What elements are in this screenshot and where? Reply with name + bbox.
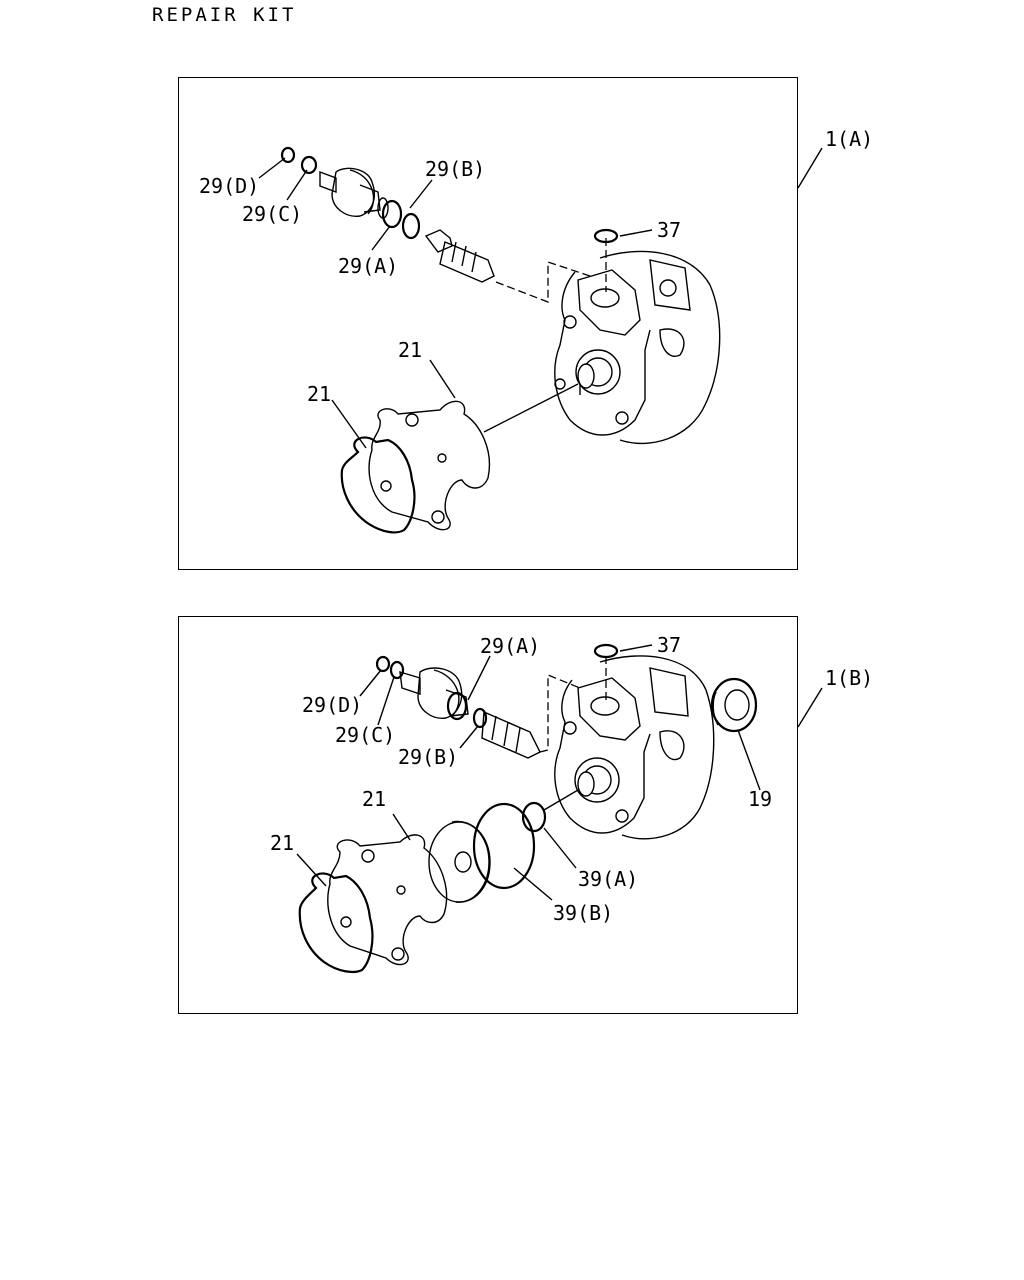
panel-label-1b: 1(B)	[825, 666, 873, 690]
gasket-21-rear-a	[368, 400, 490, 531]
callout-29b-a: 29(B)	[425, 157, 485, 181]
callout-29c-a: 29(C)	[242, 202, 302, 226]
callout-37-b: 37	[657, 633, 681, 657]
callout-21-lower-b: 21	[270, 831, 294, 855]
oil-seal-19	[710, 677, 758, 733]
callout-29c-b: 29(C)	[335, 723, 395, 747]
diagram-panel-1b	[178, 616, 798, 1014]
callout-29a-a: 29(A)	[338, 254, 398, 278]
pump-housing-b	[554, 655, 715, 840]
gasket-21-rear-b	[327, 834, 448, 966]
oring-29c-b	[389, 660, 405, 680]
page-title: REPAIR KIT	[152, 4, 297, 26]
oring-29b-a	[401, 212, 421, 240]
oring-29b-b	[472, 707, 488, 729]
panel-a-drawing: 1(A) 29(D) 29(C) 29(A) 29(B) 37 21 21	[199, 127, 873, 534]
panel-b-drawing: 1(B) 29(A) 37 29(D) 29(C) 29(B) 19 21 21…	[270, 633, 873, 973]
seal-37-a	[593, 228, 619, 244]
cover-disc	[428, 820, 491, 903]
oring-39a	[521, 801, 547, 833]
callout-21-upper-a: 21	[398, 338, 422, 362]
callout-21-lower-a: 21	[307, 382, 331, 406]
gasket-21-front-b	[298, 872, 374, 973]
oring-29d-b	[375, 655, 391, 673]
spool-valve-a	[424, 229, 495, 283]
valve-fitting-a	[319, 167, 389, 219]
oring-29a-a	[381, 199, 403, 229]
oring-29c-a	[300, 155, 318, 175]
diagram-panel-1a	[178, 77, 798, 570]
leader-1a	[797, 147, 823, 189]
callout-29d-a: 29(D)	[199, 174, 259, 198]
pump-housing-a	[554, 250, 721, 444]
callout-19-b: 19	[748, 787, 772, 811]
callout-21-upper-b: 21	[362, 787, 386, 811]
callout-37-a: 37	[657, 218, 681, 242]
oring-29d-a	[280, 146, 296, 164]
gasket-21-front-a	[340, 436, 416, 534]
callout-29a-b: 29(A)	[480, 634, 540, 658]
spool-valve-b	[481, 710, 541, 759]
panel-label-1a: 1(A)	[825, 127, 873, 151]
oring-29a-b	[446, 691, 468, 721]
oring-39b	[472, 802, 536, 890]
leader-1b	[797, 687, 823, 728]
callout-29d-b: 29(D)	[302, 693, 362, 717]
callout-39a-b: 39(A)	[578, 867, 638, 891]
callout-29b-b: 29(B)	[398, 745, 458, 769]
callout-39b-b: 39(B)	[553, 901, 613, 925]
seal-37-b	[593, 643, 619, 659]
